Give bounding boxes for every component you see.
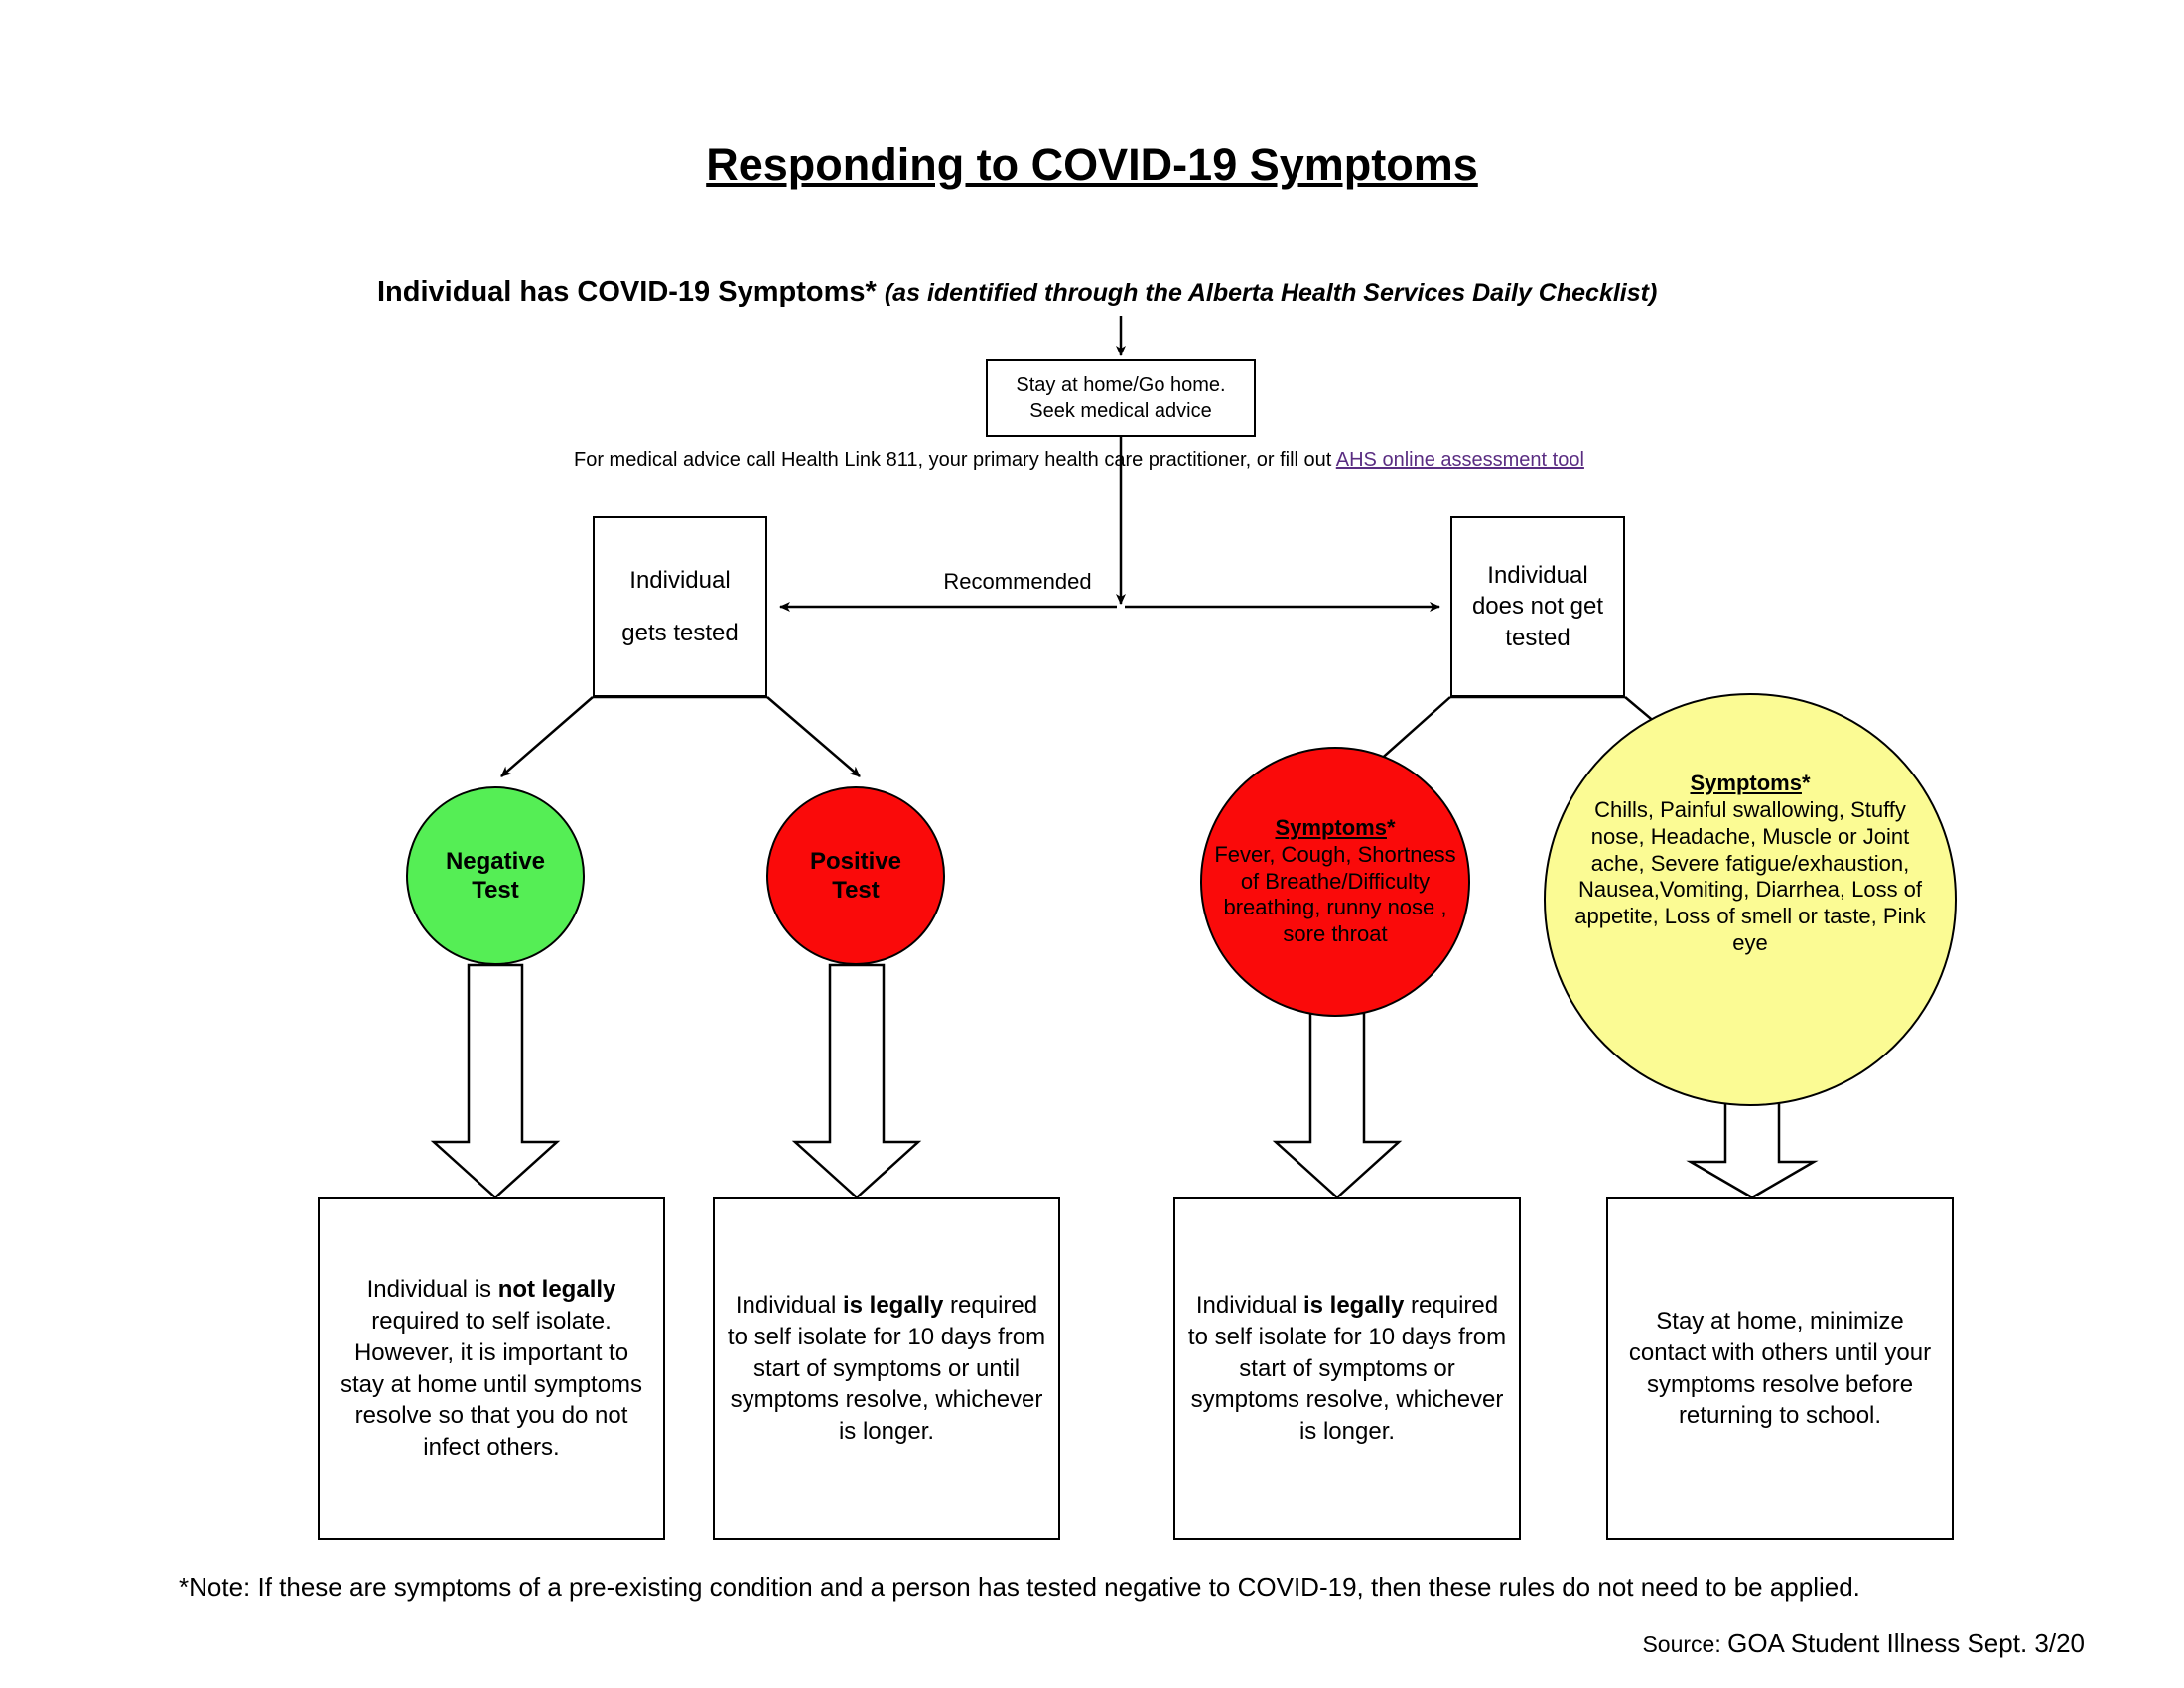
- symptoms-yellow-star: *: [1801, 771, 1811, 796]
- subtitle: Individual has COVID-19 Symptoms* (as id…: [377, 276, 2065, 309]
- outcome-other-text: Stay at home, minimize contact with othe…: [1628, 1307, 1932, 1430]
- individual-not-tested-box: Individual does not get tested: [1450, 516, 1625, 697]
- not-tested-line2: does not get: [1471, 593, 1604, 621]
- subtitle-bold: Individual has COVID-19 Symptoms*: [377, 276, 877, 308]
- block-arrow-symptoms-red: [1272, 1011, 1403, 1199]
- block-arrow-positive: [791, 963, 922, 1199]
- footnote: *Note: If these are symptoms of a pre-ex…: [179, 1572, 1860, 1602]
- outcome-positive-seg2: required to self isolate for 10 days fro…: [727, 1291, 1046, 1446]
- stay-box-line2: Seek medical advice: [1029, 400, 1212, 422]
- symptoms-yellow-heading: Symptoms: [1690, 771, 1802, 796]
- medical-advice-line: For medical advice call Health Link 811,…: [574, 449, 1745, 472]
- symptoms-yellow-line-4: appetite, Loss of smell or taste, Pink: [1574, 904, 1926, 929]
- positive-test-line2: Test: [832, 877, 880, 904]
- outcome-positive-bold: is legally: [842, 1291, 944, 1319]
- block-arrow-symptoms-yellow: [1686, 1095, 1819, 1199]
- outcome-positive-seg1: Individual: [735, 1291, 843, 1319]
- block-arrow-negative: [430, 963, 561, 1199]
- outcome-negative-bold: not legally: [497, 1275, 616, 1303]
- not-tested-line1: Individual: [1487, 562, 1588, 590]
- negative-test-circle: Negative Test: [406, 786, 585, 965]
- recommended-arrow-label: Recommended: [943, 569, 1092, 594]
- symptoms-red-line-3: sore throat: [1283, 921, 1388, 947]
- not-tested-line3: tested: [1505, 624, 1570, 651]
- source-label: Source:: [1642, 1631, 1721, 1657]
- outcome-negative-seg2: required to self isolate. However, it is…: [340, 1307, 643, 1462]
- symptoms-red-heading: Symptoms: [1275, 814, 1387, 840]
- symptoms-red-star: *: [1386, 814, 1396, 840]
- symptoms-yellow-line-2: ache, Severe fatigue/exhaustion,: [1590, 850, 1910, 876]
- advice-text: For medical advice call Health Link 811,…: [574, 449, 1336, 471]
- positive-test-line1: Positive: [809, 847, 902, 875]
- individual-gets-tested-box: Individual gets tested: [593, 516, 767, 697]
- outcome-box-positive: Individual is legally required to self i…: [713, 1197, 1060, 1540]
- outcome-box-other-symptoms: Stay at home, minimize contact with othe…: [1606, 1197, 1954, 1540]
- gets-tested-line2: gets tested: [621, 620, 739, 646]
- outcome-untested-seg1: Individual: [1195, 1291, 1303, 1319]
- arrow-tested-to-negative: [500, 696, 594, 777]
- outcome-box-symptomatic-untested: Individual is legally required to self i…: [1173, 1197, 1521, 1540]
- source-value: GOA Student Illness Sept. 3/20: [1727, 1628, 2085, 1658]
- outcome-untested-seg2: required to self isolate for 10 days fro…: [1187, 1291, 1507, 1446]
- page-title: Responding to COVID-19 Symptoms: [0, 139, 2184, 191]
- outcome-negative-seg1: Individual is: [366, 1275, 498, 1303]
- arrow-tested-to-positive: [766, 696, 861, 777]
- symptoms-yellow-circle: Symptoms* Chills, Painful swallowing, St…: [1544, 693, 1957, 1106]
- stay-at-home-box: Stay at home/Go home. Seek medical advic…: [986, 359, 1256, 437]
- stay-box-line1: Stay at home/Go home.: [1016, 374, 1226, 396]
- symptoms-yellow-line-5: eye: [1732, 930, 1768, 956]
- symptoms-yellow-line-3: Nausea,Vomiting, Diarrhea, Loss of: [1577, 877, 1923, 903]
- negative-test-line1: Negative: [445, 847, 546, 875]
- outcome-box-negative: Individual is not legally required to se…: [318, 1197, 665, 1540]
- source-line: Source: GOA Student Illness Sept. 3/20: [1191, 1628, 2085, 1659]
- page-title-text: Responding to COVID-19 Symptoms: [706, 139, 1478, 190]
- outcome-untested-bold: is legally: [1302, 1291, 1405, 1319]
- symptoms-yellow-line-0: Chills, Painful swallowing, Stuffy: [1594, 796, 1906, 822]
- gets-tested-line1: Individual: [629, 566, 731, 594]
- positive-test-circle: Positive Test: [766, 786, 945, 965]
- symptoms-red-line-0: Fever, Cough, Shortness: [1214, 841, 1456, 867]
- symptoms-red-line-1: of Breathe/Difficulty: [1240, 868, 1431, 894]
- negative-test-line2: Test: [472, 877, 519, 904]
- symptoms-red-circle: Symptoms* Fever, Cough, Shortness of Bre…: [1200, 747, 1470, 1017]
- line-nottested-to-red: [1376, 696, 1451, 764]
- symptoms-yellow-line-1: nose, Headache, Muscle or Joint: [1590, 823, 1910, 849]
- subtitle-italic: (as identified through the Alberta Healt…: [884, 279, 1658, 307]
- symptoms-red-line-2: breathing, runny nose ,: [1223, 895, 1447, 920]
- ahs-online-assessment-tool-link[interactable]: AHS online assessment tool: [1335, 449, 1584, 471]
